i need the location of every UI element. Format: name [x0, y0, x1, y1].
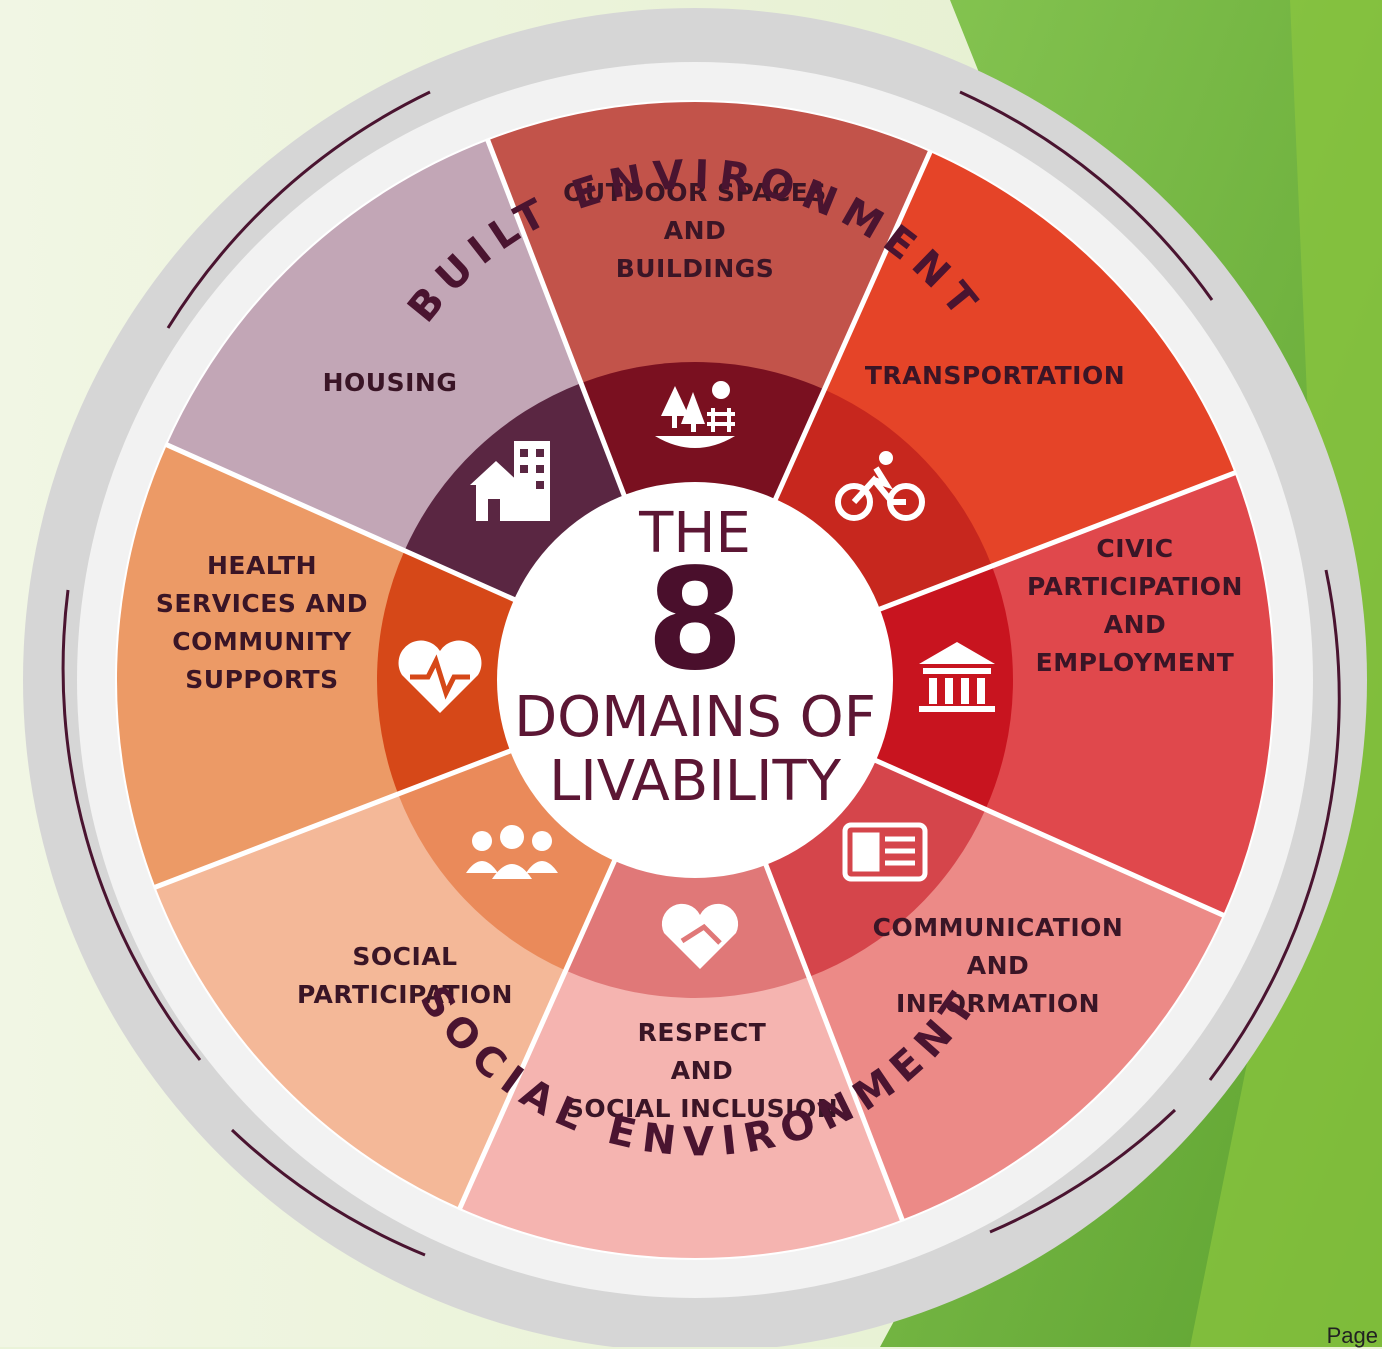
label-respect-line: RESPECT — [638, 1018, 767, 1047]
ring-arc-bottom-left — [230, 1128, 426, 1257]
center-the: THE — [638, 501, 751, 566]
ring-arc-left — [61, 589, 202, 1061]
center-livability: LIVABILITY — [549, 749, 842, 814]
green-accent-shape-light — [1190, 0, 1382, 1347]
label-health-line: COMMUNITY — [172, 627, 352, 656]
label-health-line: SUPPORTS — [185, 665, 338, 694]
ring-arc-bottom-right — [989, 1108, 1177, 1234]
center-number: 8 — [646, 539, 743, 702]
label-communication-line: AND — [967, 951, 1030, 980]
page-label: Page — [1326, 1323, 1378, 1348]
label-transportation-line: TRANSPORTATION — [865, 361, 1125, 390]
people-group-icon — [466, 825, 558, 879]
label-civic-line: EMPLOYMENT — [1036, 648, 1235, 677]
building-columns-icon — [919, 642, 995, 712]
label-communication-line: COMMUNICATION — [873, 913, 1124, 942]
heart-handshake-icon — [661, 903, 739, 969]
domain-labels: OUTDOOR SPACES AND BUILDINGS TRANSPORTATION… — [156, 178, 1243, 1123]
label-outdoor-line: BUILDINGS — [616, 254, 775, 283]
ring-arc-top-right — [959, 90, 1214, 301]
label-respect-line: SOCIAL INCLUSION — [566, 1094, 838, 1123]
heart-pulse-icon — [398, 640, 482, 713]
label-social-line: PARTICIPATION — [297, 980, 513, 1009]
tablet-news-icon — [842, 822, 928, 882]
label-civic-line: CIVIC — [1096, 534, 1173, 563]
label-social-line: SOCIAL — [352, 942, 457, 971]
label-health-line: HEALTH — [207, 551, 317, 580]
label-housing-line: HOUSING — [323, 368, 458, 397]
label-communication-line: INFORMATION — [896, 989, 1100, 1018]
label-respect-line: AND — [671, 1056, 734, 1085]
house-building-icon — [470, 441, 550, 521]
center-domains-of: DOMAINS OF — [514, 685, 876, 750]
trees-sun-icon — [655, 381, 735, 448]
ring-arc-top-left — [166, 90, 431, 329]
label-civic-line: PARTICIPATION — [1027, 572, 1243, 601]
label-outdoor-line: OUTDOOR SPACES — [563, 178, 827, 207]
ring-arc-right — [1208, 569, 1341, 1081]
bicycle-icon — [835, 451, 925, 521]
label-health-line: SERVICES AND — [156, 589, 368, 618]
center-circle — [497, 482, 893, 878]
label-civic-line: AND — [1104, 610, 1167, 639]
label-outdoor-line: AND — [664, 216, 727, 245]
